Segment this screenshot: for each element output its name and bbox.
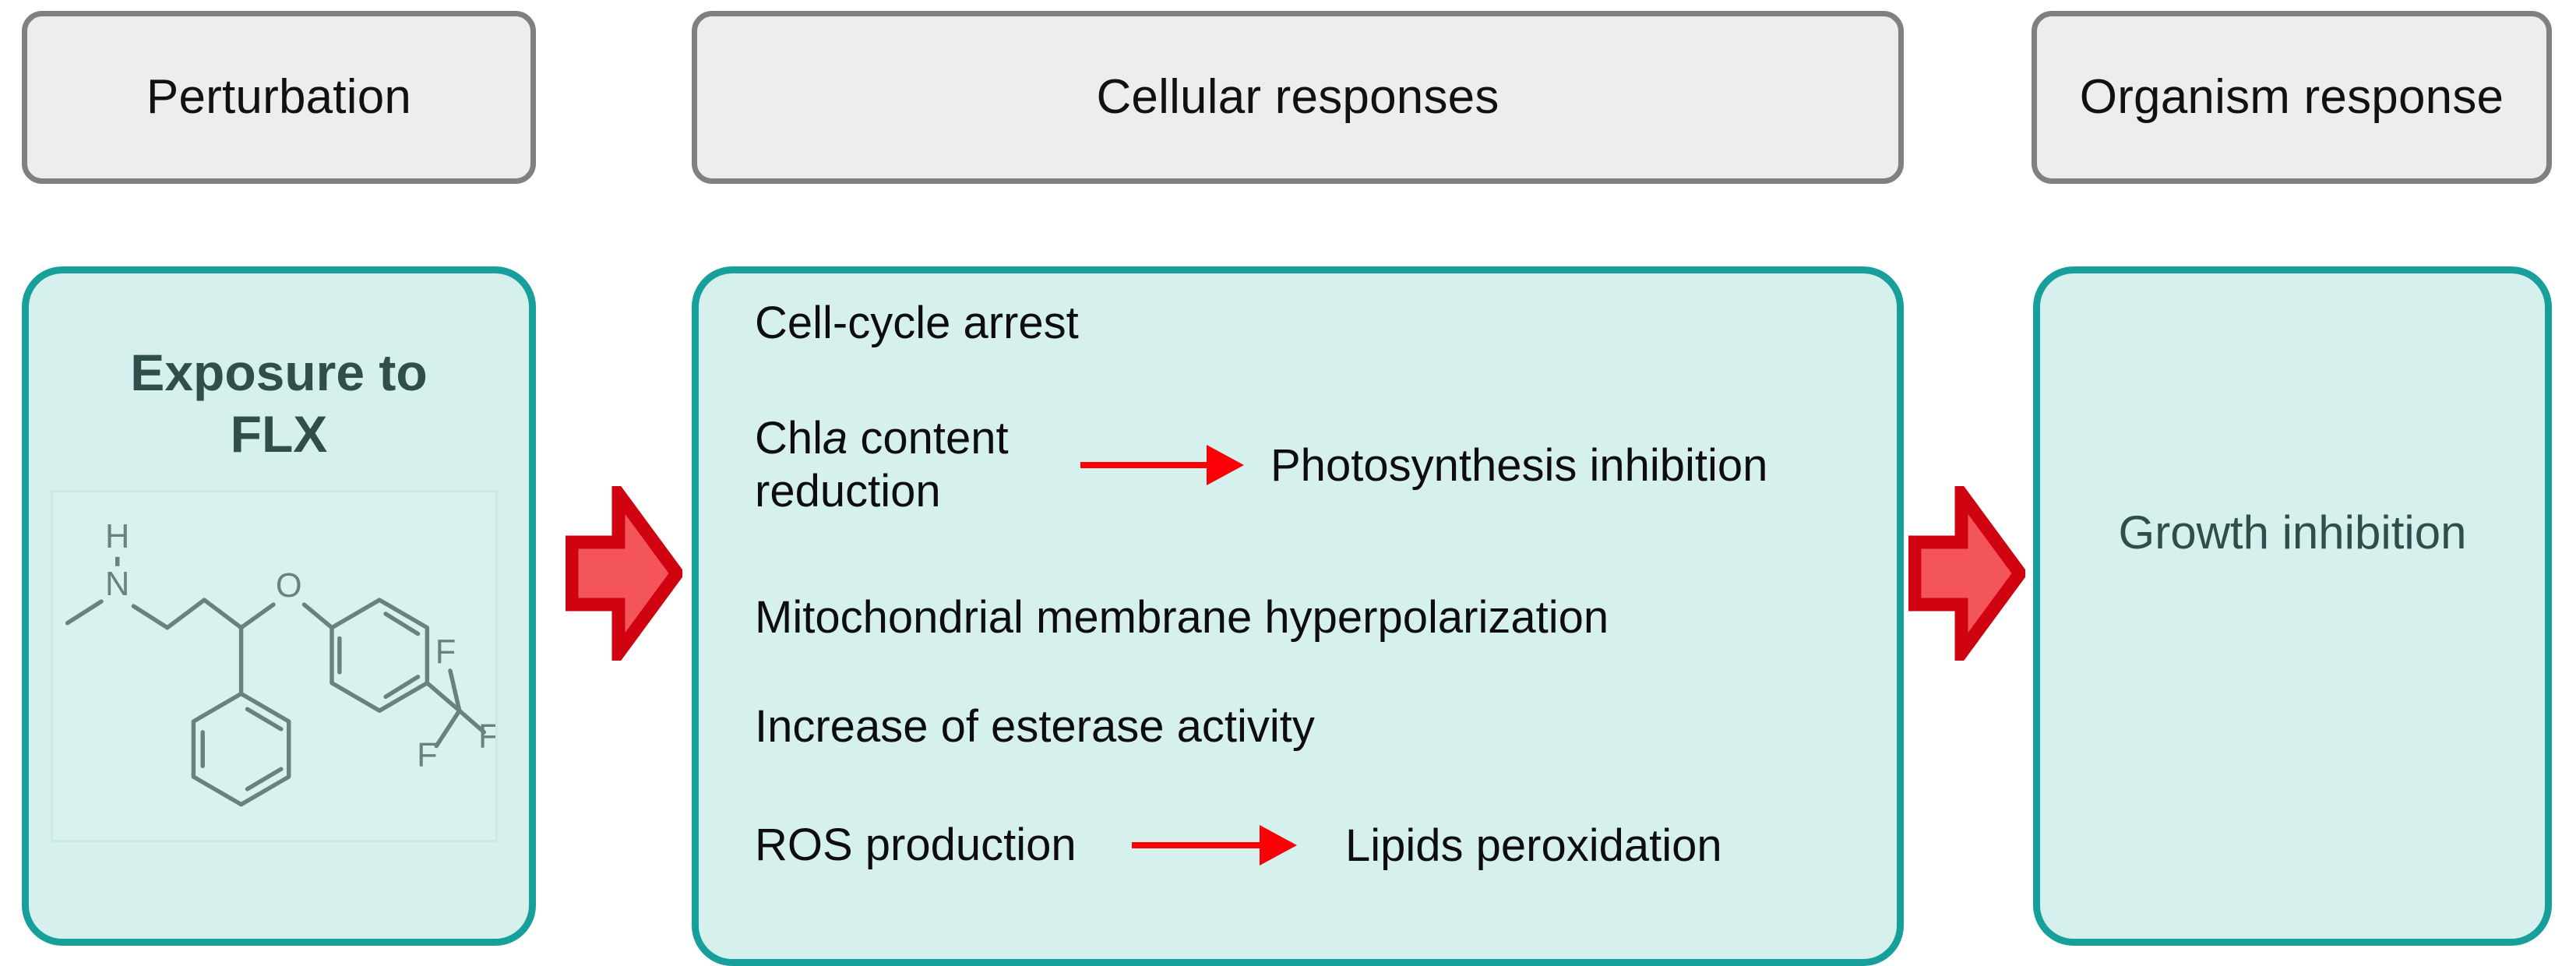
- fluoxetine-molecule-diagram: H N O F F F: [51, 490, 498, 842]
- header-organism-response: Organism response: [2032, 11, 2552, 184]
- cellular-responses-list: Cell-cycle arrest Chla content reduction…: [755, 297, 1878, 959]
- panel-organism-response: Growth inhibition: [2033, 266, 2552, 946]
- atom-label-N: N: [105, 566, 129, 603]
- header-perturbation: Perturbation: [22, 11, 536, 184]
- response-row-mitochondrial-hyperpolarization: Mitochondrial membrane hyperpolarization: [755, 591, 1609, 644]
- block-arrow-perturbation-to-cellular: [566, 486, 682, 661]
- arrow-head-icon: [1260, 825, 1297, 866]
- atom-label-O: O: [276, 567, 302, 605]
- right-block-arrow-icon: [566, 486, 682, 661]
- arrow-chla-to-photosynthesis: [1080, 442, 1244, 488]
- atom-label-F-right: F: [478, 718, 495, 756]
- response-label-chla-italic: a: [823, 413, 848, 464]
- panel-perturbation: Exposure to FLX: [22, 266, 536, 946]
- header-cellular-responses-label: Cellular responses: [1096, 70, 1499, 125]
- response-label-cell-cycle-arrest: Cell-cycle arrest: [755, 298, 1079, 348]
- arrow-shaft: [1132, 842, 1264, 849]
- arrow-head-icon: [1207, 445, 1244, 486]
- response-row-cell-cycle-arrest: Cell-cycle arrest: [755, 297, 1079, 350]
- response-row-esterase-activity: Increase of esterase activity: [755, 700, 1315, 753]
- response-label-ros-production: ROS production: [755, 820, 1077, 870]
- response-target-photosynthesis-inhibition: Photosynthesis inhibition: [1270, 439, 1768, 491]
- response-target-lipids-peroxidation: Lipids peroxidation: [1345, 820, 1722, 871]
- response-label-mitochondrial-hyperpolarization: Mitochondrial membrane hyperpolarization: [755, 592, 1609, 643]
- arrow-shaft: [1080, 462, 1211, 469]
- response-row-chla-reduction: Chla content reduction Photosynthesis in…: [755, 412, 1767, 519]
- response-label-chla-post: content reduction: [755, 413, 1009, 517]
- response-label-esterase-activity: Increase of esterase activity: [755, 701, 1315, 752]
- response-row-ros-production: ROS production Lipids peroxidation: [755, 819, 1722, 872]
- block-arrow-cellular-to-organism: [1908, 486, 2025, 661]
- atom-label-F-top: F: [435, 633, 456, 671]
- exposure-title: Exposure to FLX: [130, 344, 428, 464]
- atom-label-F-bottom: F: [417, 736, 438, 774]
- atom-label-H: H: [105, 518, 129, 555]
- panel-cellular-responses: Cell-cycle arrest Chla content reduction…: [692, 266, 1904, 966]
- response-label-chla-pre: Chl: [755, 413, 823, 464]
- arrow-ros-to-lipids-peroxidation: [1132, 823, 1299, 868]
- header-organism-response-label: Organism response: [2079, 70, 2504, 125]
- organism-response-text: Growth inhibition: [2118, 506, 2467, 559]
- fluoxetine-structure-svg: H N O F F F: [65, 518, 495, 807]
- right-block-arrow-icon: [1908, 486, 2025, 661]
- header-perturbation-label: Perturbation: [146, 70, 412, 125]
- header-cellular-responses: Cellular responses: [692, 11, 1904, 184]
- response-label-chla-reduction: Chla content reduction: [755, 412, 1059, 519]
